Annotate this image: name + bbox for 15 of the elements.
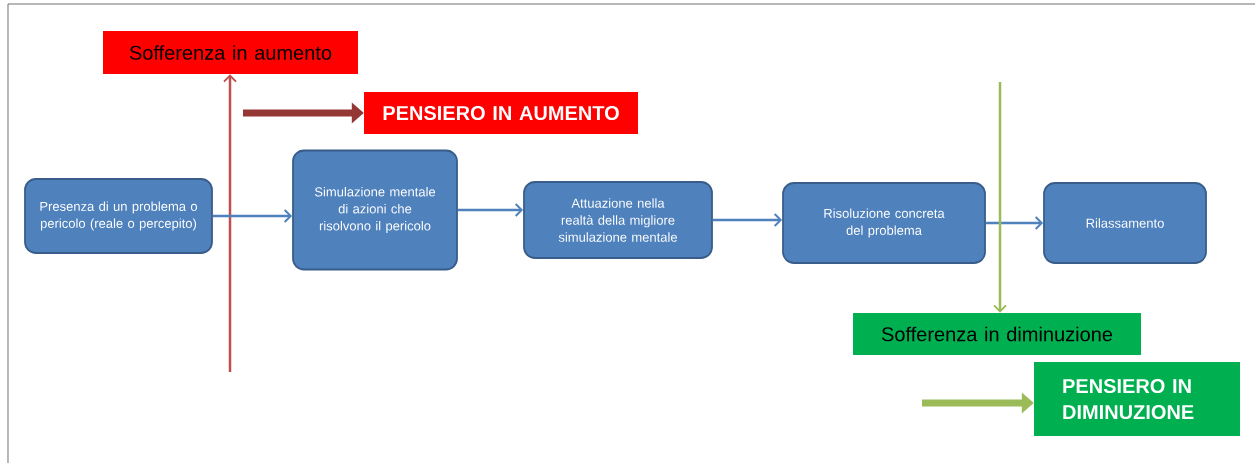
arrow (985, 216, 1044, 230)
label-box: Sofferenza in aumento (103, 31, 358, 74)
process-box: Attuazione nella realtà della migliore simulazione mentale (523, 181, 713, 259)
label-box: Sofferenza in diminuzione (853, 313, 1141, 355)
process-box: Rilassamento (1043, 182, 1207, 264)
arrow (993, 82, 1007, 313)
arrow (223, 74, 237, 372)
arrow (457, 203, 524, 217)
label-box: PENSIERO IN DIMINUZIONE (1034, 362, 1240, 436)
process-box: Presenza di un problema o pericolo (reale o percepito) (24, 178, 213, 254)
process-box: Simulazione mentale di azioni che risolvono il pericolo (292, 149, 458, 271)
label-box: PENSIERO IN AUMENTO (364, 92, 638, 134)
process-box: Risoluzione concreta del problema (782, 182, 986, 264)
arrow (712, 213, 783, 227)
arrow (212, 209, 293, 223)
